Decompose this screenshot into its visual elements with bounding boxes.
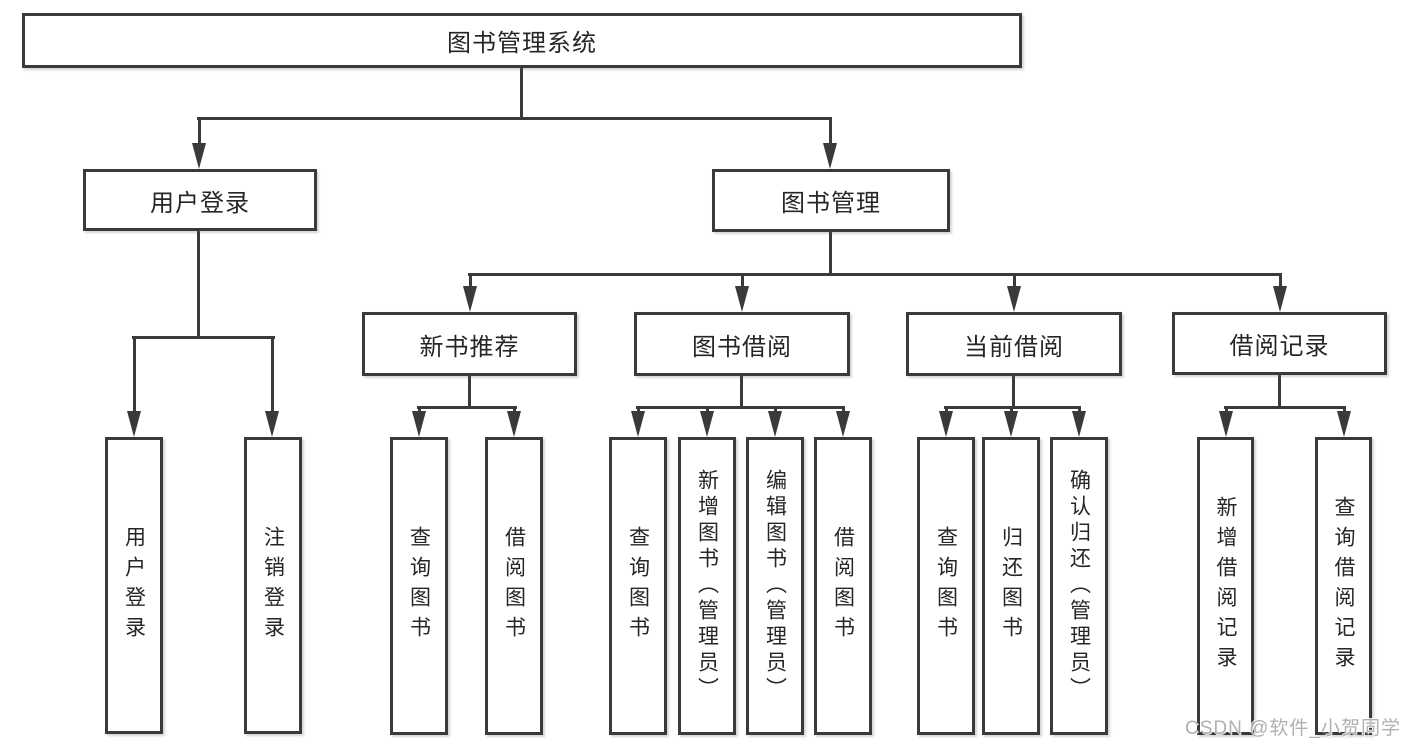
arrowhead-into-borrowing-records <box>1272 273 1288 312</box>
connector-level2-branch <box>197 117 832 120</box>
arrowhead-into-user-login <box>191 117 207 169</box>
arrowhead-into-leaf-borrow-books-recommend <box>506 406 522 437</box>
leaf-query-books-recommend: 查询图书 <box>390 437 448 735</box>
arrowhead-into-book-management <box>822 117 838 169</box>
arrowhead-into-leaf-query-books-borrowing <box>630 406 646 437</box>
arrowhead-into-leaf-logout <box>264 336 280 437</box>
arrowhead-into-leaf-add-books-admin <box>699 406 715 437</box>
leaf-query-books-borrowing: 查询图书 <box>609 437 667 735</box>
connector-level3-branch <box>468 273 1282 276</box>
arrowhead-into-leaf-add-borrowing-record <box>1218 406 1234 437</box>
connector-root-trunk <box>520 66 523 119</box>
arrowhead-into-new-book-recommend <box>462 273 478 312</box>
node-current-borrowing: 当前借阅 <box>906 312 1122 376</box>
arrowhead-into-leaf-return-books <box>1003 406 1019 437</box>
node-new-book-recommend: 新书推荐 <box>362 312 577 376</box>
arrowhead-into-leaf-query-books-current <box>938 406 954 437</box>
arrowhead-into-leaf-query-borrowing-record <box>1336 406 1352 437</box>
arrowhead-into-book-borrowing <box>734 273 750 312</box>
arrowhead-into-current-borrowing <box>1006 273 1022 312</box>
connector-borrowing-records-branch <box>1224 406 1346 409</box>
connector-current-borrowing-trunk <box>1012 376 1015 409</box>
connector-book-borrowing-trunk <box>740 376 743 409</box>
arrowhead-into-leaf-edit-books-admin <box>767 406 783 437</box>
connector-user-login-trunk <box>197 231 200 339</box>
arrowhead-into-leaf-query-books-recommend <box>411 406 427 437</box>
arrowhead-into-leaf-user-login <box>126 336 142 437</box>
connector-new-book-recommend-branch <box>417 406 517 409</box>
leaf-return-books: 归还图书 <box>982 437 1040 735</box>
connector-book-borrowing-branch <box>636 406 845 409</box>
leaf-query-borrowing-record: 查询借阅记录 <box>1315 437 1372 735</box>
node-user-login: 用户登录 <box>83 169 317 231</box>
node-root: 图书管理系统 <box>22 13 1022 68</box>
connector-current-borrowing-branch <box>944 406 1081 409</box>
arrowhead-into-leaf-borrow-books-borrowing <box>835 406 851 437</box>
arrowhead-into-leaf-confirm-return-admin <box>1071 406 1087 437</box>
leaf-query-books-current: 查询图书 <box>917 437 975 735</box>
leaf-add-borrowing-record: 新增借阅记录 <box>1197 437 1254 735</box>
node-borrowing-records: 借阅记录 <box>1172 312 1387 375</box>
connector-user-login-branch <box>132 336 275 339</box>
connector-borrowing-records-trunk <box>1278 375 1281 409</box>
leaf-logout: 注销登录 <box>244 437 302 734</box>
connector-new-book-recommend-trunk <box>468 376 471 409</box>
connector-book-management-trunk <box>829 232 832 276</box>
node-book-borrowing: 图书借阅 <box>634 312 850 376</box>
leaf-confirm-return-admin: 确认归还（管理员） <box>1050 437 1108 735</box>
leaf-edit-books-admin: 编辑图书（管理员） <box>746 437 804 735</box>
csdn-watermark: CSDN @软件_小贺同学 <box>1185 718 1401 739</box>
leaf-add-books-admin: 新增图书（管理员） <box>678 437 736 735</box>
leaf-user-login: 用户登录 <box>105 437 163 734</box>
leaf-borrow-books-borrowing: 借阅图书 <box>814 437 872 735</box>
leaf-borrow-books-recommend: 借阅图书 <box>485 437 543 735</box>
node-book-management: 图书管理 <box>712 169 950 232</box>
